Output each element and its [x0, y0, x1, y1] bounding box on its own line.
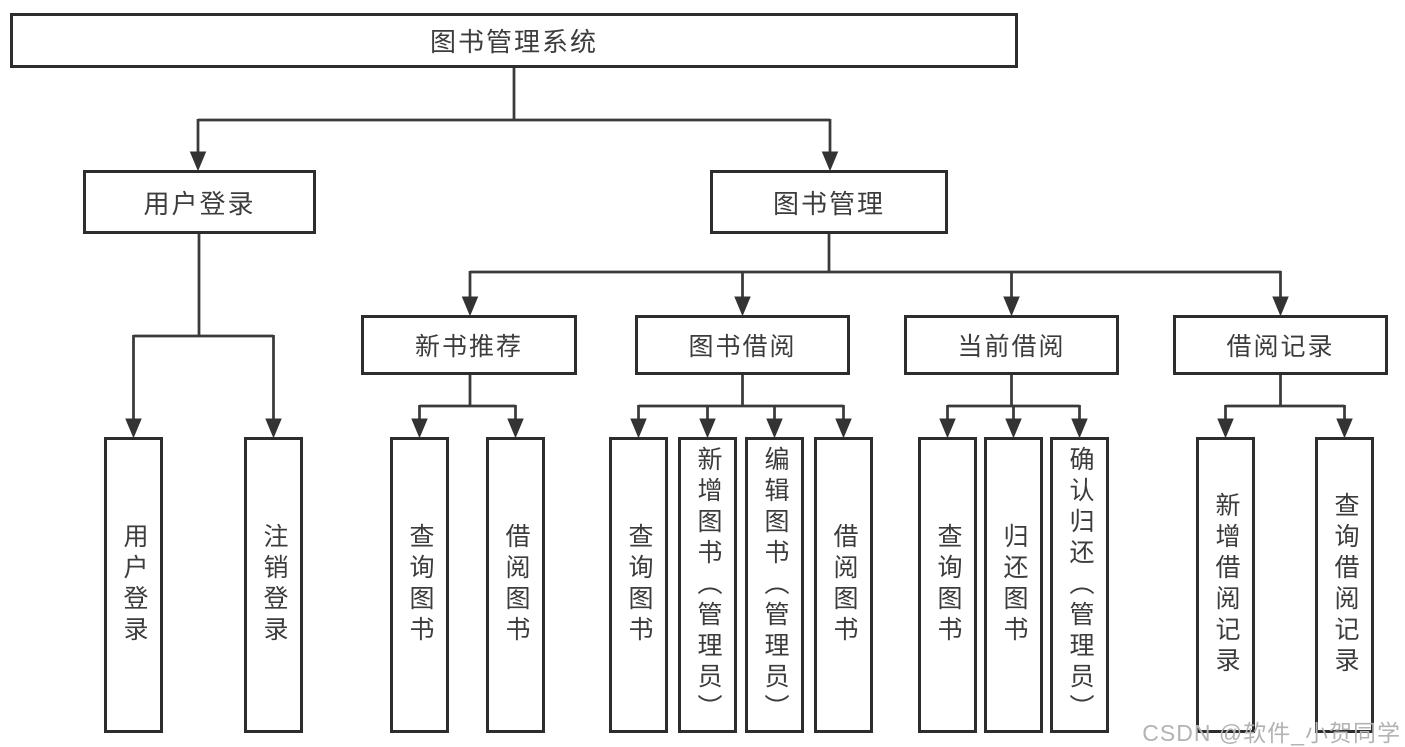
- node-borrow-records: 借阅记录: [1173, 315, 1388, 375]
- arrowhead: [1217, 418, 1234, 439]
- leaf-query-books-1: 查询图书: [390, 437, 449, 733]
- node-root-library-system: 图书管理系统: [10, 13, 1018, 68]
- node-user-login: 用户登录: [83, 170, 316, 234]
- arrowhead: [766, 418, 783, 439]
- leaf-add-books-admin: 新增图书（管理员）: [678, 437, 737, 733]
- arrowhead: [507, 418, 524, 439]
- connector-root-to-level2: [189, 68, 839, 172]
- arrowhead: [630, 418, 647, 439]
- arrowhead: [939, 418, 956, 439]
- leaf-borrow-books-2: 借阅图书: [814, 437, 873, 733]
- leaf-edit-books-admin: 编辑图书（管理员）: [745, 437, 804, 733]
- leaf-logout: 注销登录: [244, 437, 303, 733]
- arrowhead: [1272, 296, 1289, 317]
- arrowhead: [1071, 418, 1088, 439]
- leaf-user-login: 用户登录: [104, 437, 163, 733]
- connector-book-mgmt-to-level3: [461, 234, 1289, 317]
- connector-book-borrow-to-leaves: [630, 375, 852, 439]
- leaf-return-books: 归还图书: [984, 437, 1043, 733]
- arrowhead: [734, 296, 751, 317]
- arrowhead: [835, 418, 852, 439]
- arrowhead: [1003, 296, 1020, 317]
- leaf-query-books-3: 查询图书: [918, 437, 977, 733]
- node-current-borrow: 当前借阅: [904, 315, 1119, 375]
- connector-new-books-to-leaves: [411, 375, 524, 439]
- leaf-borrow-books-1: 借阅图书: [486, 437, 545, 733]
- arrowhead: [461, 296, 479, 317]
- leaf-confirm-return-admin: 确认归还（管理员）: [1050, 437, 1109, 733]
- arrowhead: [189, 151, 207, 172]
- arrowhead: [411, 418, 428, 439]
- leaf-query-borrow-record: 查询借阅记录: [1315, 437, 1374, 733]
- arrowhead: [125, 418, 142, 439]
- connector-borrow-records-to-leaves: [1217, 375, 1353, 439]
- watermark: CSDN @软件_小贺同学: [1142, 720, 1401, 746]
- arrowhead: [699, 418, 716, 439]
- arrowhead: [1005, 418, 1022, 439]
- leaf-query-books-2: 查询图书: [609, 437, 668, 733]
- arrowhead: [1336, 418, 1353, 439]
- leaf-add-borrow-record: 新增借阅记录: [1196, 437, 1255, 733]
- node-book-management: 图书管理: [710, 170, 948, 234]
- connector-user-login-to-leaves: [125, 234, 282, 439]
- arrowhead: [821, 151, 839, 172]
- node-new-book-recommend: 新书推荐: [361, 315, 577, 375]
- connector-current-borrow-to-leaves: [939, 375, 1088, 439]
- arrowhead: [265, 418, 282, 439]
- node-book-borrow: 图书借阅: [635, 315, 850, 375]
